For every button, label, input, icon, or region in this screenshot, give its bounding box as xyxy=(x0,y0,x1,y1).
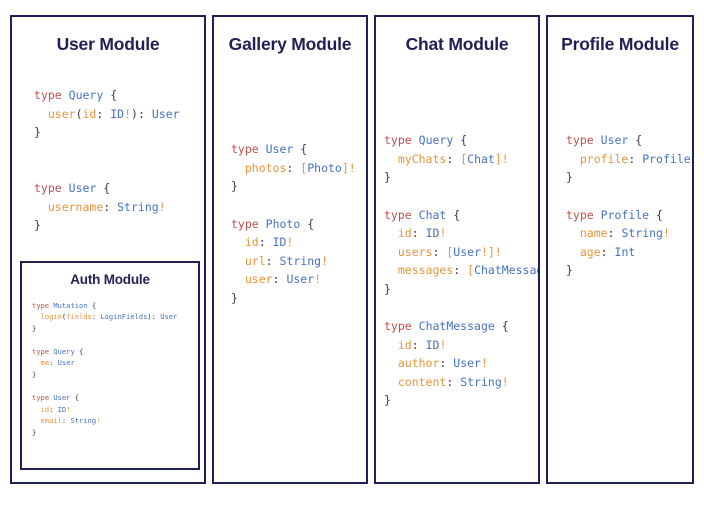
module-title: Gallery Module xyxy=(228,34,352,54)
module-card-chat[interactable]: Chat Module type Query { myChats: [Chat]… xyxy=(374,15,540,484)
module-card-user[interactable]: User Module type Query { user(id: ID!): … xyxy=(10,15,206,484)
sub-module-card-auth[interactable]: Auth Module type Mutation { login(fields… xyxy=(20,261,200,470)
module-schema-code: type Query { user(id: ID!): User } type … xyxy=(34,88,180,233)
module-title: User Module xyxy=(56,34,160,54)
module-schema-code: type User { photos: [Photo]! } type Phot… xyxy=(231,142,356,305)
module-card-gallery[interactable]: Gallery Module type User { photos: [Phot… xyxy=(212,15,368,484)
sub-module-title: Auth Module xyxy=(70,272,150,287)
module-schema-code: type Query { myChats: [Chat]! } type Cha… xyxy=(384,133,538,408)
module-card-profile[interactable]: Profile Module type User { profile: Prof… xyxy=(546,15,694,484)
module-title: Profile Module xyxy=(561,34,679,54)
module-schema-code: type User { profile: Profile! } type Pro… xyxy=(566,133,692,278)
module-title: Chat Module xyxy=(405,34,509,54)
sub-module-schema-code: type Mutation { login(fields: LoginField… xyxy=(32,300,178,438)
